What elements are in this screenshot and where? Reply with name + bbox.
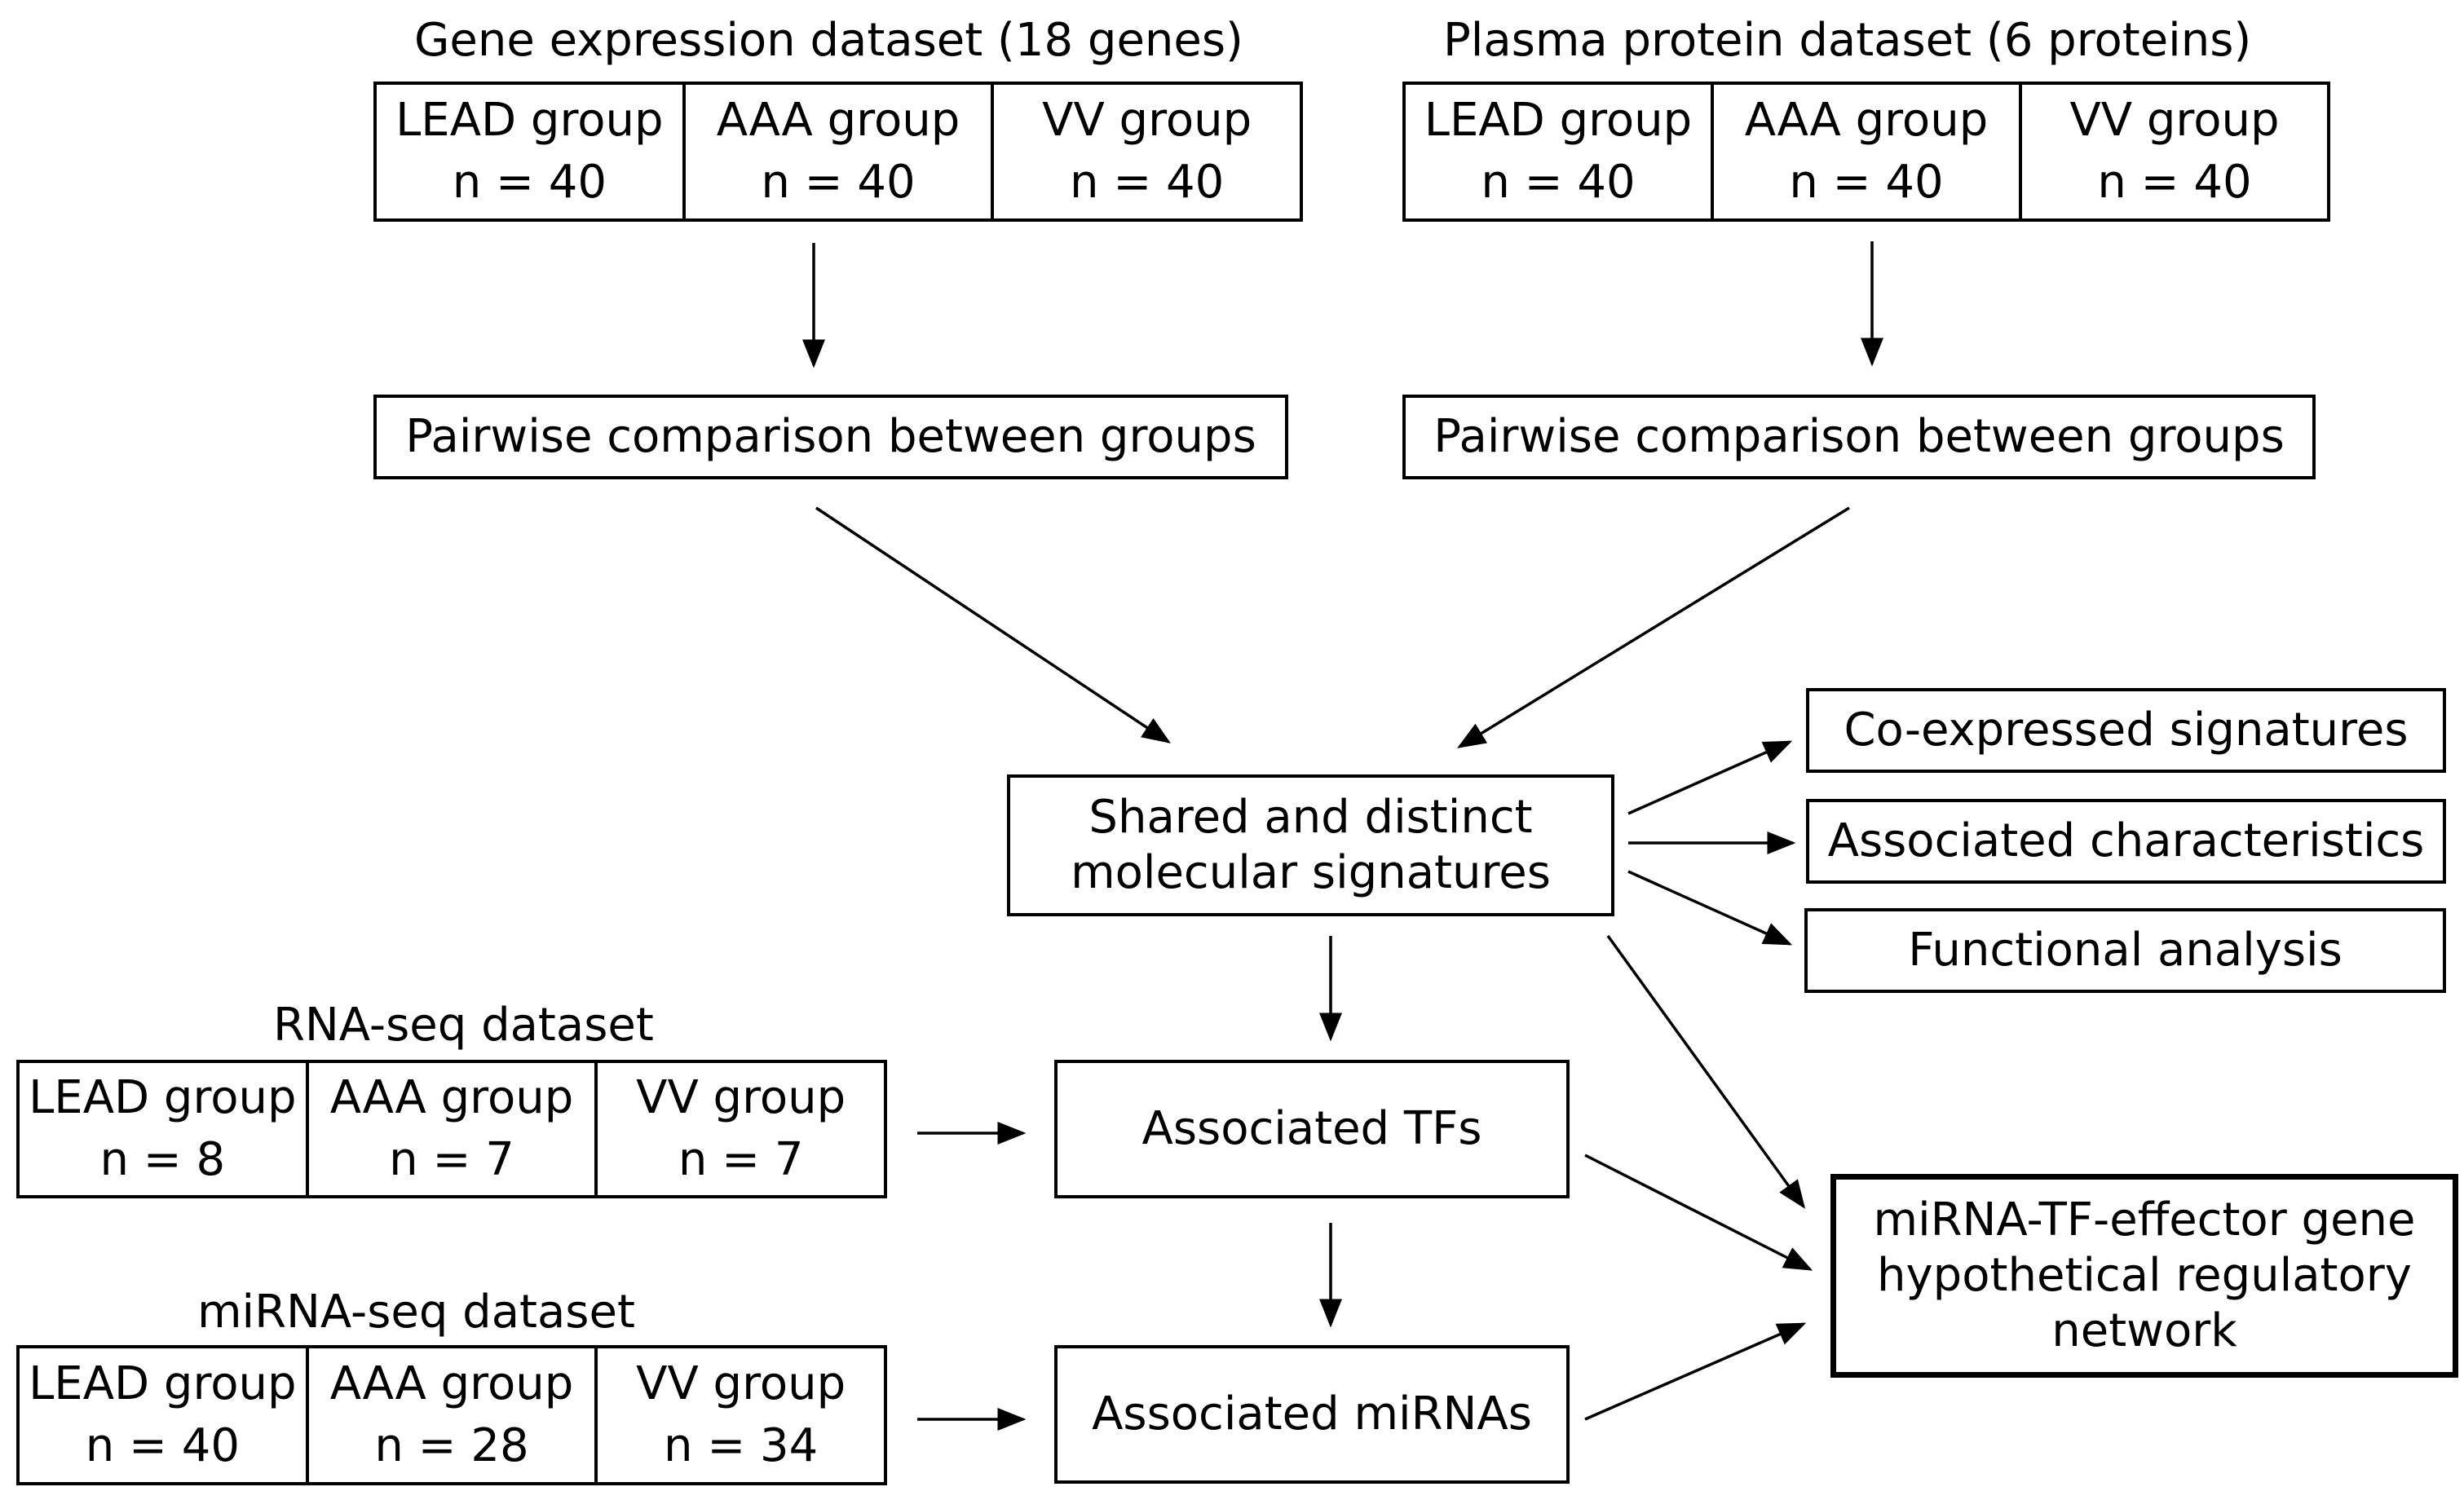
arrow-gene-comparison-to-signatures bbox=[815, 506, 1171, 743]
mirnaseq-lead-cell: LEAD group n = 40 bbox=[20, 1348, 306, 1482]
network-label: miRNA-TF-effector gene hypothetical regu… bbox=[1873, 1193, 2416, 1358]
signatures-box: Shared and distinct molecular signatures bbox=[1007, 774, 1614, 916]
group-count: n = 7 bbox=[678, 1133, 804, 1186]
functional-box: Functional analysis bbox=[1804, 908, 2446, 993]
rnaseq-vv-cell: VV group n = 7 bbox=[594, 1063, 884, 1195]
group-name: AAA group bbox=[1744, 94, 1989, 148]
characteristics-box: Associated characteristics bbox=[1806, 799, 2446, 884]
arrow-signatures-to-network bbox=[1606, 934, 1806, 1209]
group-name: LEAD group bbox=[29, 1357, 297, 1411]
functional-label: Functional analysis bbox=[1908, 923, 2343, 977]
group-name: AAA group bbox=[329, 1071, 574, 1125]
group-count: n = 40 bbox=[1070, 156, 1225, 209]
group-name: AAA group bbox=[716, 94, 960, 148]
arrow-signatures-to-functional bbox=[1627, 870, 1793, 946]
group-count: n = 8 bbox=[99, 1133, 226, 1186]
group-name: VV group bbox=[636, 1357, 846, 1411]
mirnaseq-dataset-title: miRNA-seq dataset bbox=[197, 1286, 635, 1339]
gene-dataset-title: Gene expression dataset (18 genes) bbox=[414, 14, 1243, 67]
gene-comparison-box: Pairwise comparison between groups bbox=[373, 395, 1288, 479]
rnaseq-dataset-title: RNA-seq dataset bbox=[273, 999, 654, 1052]
mirnas-label: Associated miRNAs bbox=[1092, 1387, 1532, 1440]
group-count: n = 40 bbox=[1789, 156, 1944, 209]
gene-vv-cell: VV group n = 40 bbox=[991, 85, 1300, 218]
coexpressed-box: Co-expressed signatures bbox=[1806, 688, 2446, 773]
gene-dataset-table: LEAD group n = 40 AAA group n = 40 VV gr… bbox=[373, 82, 1303, 222]
gene-lead-cell: LEAD group n = 40 bbox=[377, 85, 682, 218]
signatures-label: Shared and distinct molecular signatures bbox=[1071, 790, 1551, 899]
group-count: n = 28 bbox=[374, 1419, 529, 1472]
gene-comparison-label: Pairwise comparison between groups bbox=[405, 409, 1256, 463]
protein-comparison-box: Pairwise comparison between groups bbox=[1402, 395, 2316, 479]
arrow-mirnas-to-network bbox=[1584, 1322, 1807, 1421]
group-name: LEAD group bbox=[29, 1071, 297, 1125]
protein-dataset-title: Plasma protein dataset (6 proteins) bbox=[1443, 14, 2252, 67]
group-count: n = 40 bbox=[1481, 156, 1636, 209]
characteristics-label: Associated characteristics bbox=[1827, 814, 2425, 867]
group-count: n = 34 bbox=[664, 1419, 819, 1472]
arrow-signatures-to-coexpressed bbox=[1627, 740, 1793, 815]
protein-vv-cell: VV group n = 40 bbox=[2019, 85, 2327, 218]
group-count: n = 40 bbox=[85, 1419, 240, 1472]
group-count: n = 7 bbox=[389, 1133, 514, 1186]
group-name: VV group bbox=[1042, 94, 1252, 148]
group-name: LEAD group bbox=[395, 94, 664, 148]
gene-aaa-cell: AAA group n = 40 bbox=[682, 85, 991, 218]
group-name: LEAD group bbox=[1424, 94, 1693, 148]
group-name: VV group bbox=[2069, 94, 2280, 148]
arrow-protein-comparison-to-signatures bbox=[1457, 506, 1850, 748]
tfs-box: Associated TFs bbox=[1054, 1060, 1570, 1198]
rnaseq-dataset-table: LEAD group n = 8 AAA group n = 7 VV grou… bbox=[16, 1060, 887, 1198]
arrow-tfs-to-network bbox=[1584, 1154, 1813, 1271]
mirnaseq-dataset-table: LEAD group n = 40 AAA group n = 28 VV gr… bbox=[16, 1345, 887, 1485]
group-count: n = 40 bbox=[761, 156, 916, 209]
rnaseq-lead-cell: LEAD group n = 8 bbox=[20, 1063, 306, 1195]
group-name: AAA group bbox=[329, 1357, 574, 1411]
protein-aaa-cell: AAA group n = 40 bbox=[1711, 85, 2019, 218]
mirnas-box: Associated miRNAs bbox=[1054, 1345, 1570, 1484]
mirnaseq-aaa-cell: AAA group n = 28 bbox=[305, 1348, 595, 1482]
mirnaseq-vv-cell: VV group n = 34 bbox=[594, 1348, 884, 1482]
tfs-label: Associated TFs bbox=[1141, 1101, 1482, 1155]
protein-comparison-label: Pairwise comparison between groups bbox=[1433, 409, 2285, 463]
rnaseq-aaa-cell: AAA group n = 7 bbox=[305, 1063, 595, 1195]
group-count: n = 40 bbox=[452, 156, 607, 209]
protein-dataset-table: LEAD group n = 40 AAA group n = 40 VV gr… bbox=[1402, 82, 2330, 222]
group-name: VV group bbox=[636, 1071, 846, 1125]
network-box: miRNA-TF-effector gene hypothetical regu… bbox=[1830, 1174, 2458, 1378]
coexpressed-label: Co-expressed signatures bbox=[1844, 703, 2409, 757]
group-count: n = 40 bbox=[2097, 156, 2252, 209]
protein-lead-cell: LEAD group n = 40 bbox=[1406, 85, 1711, 218]
